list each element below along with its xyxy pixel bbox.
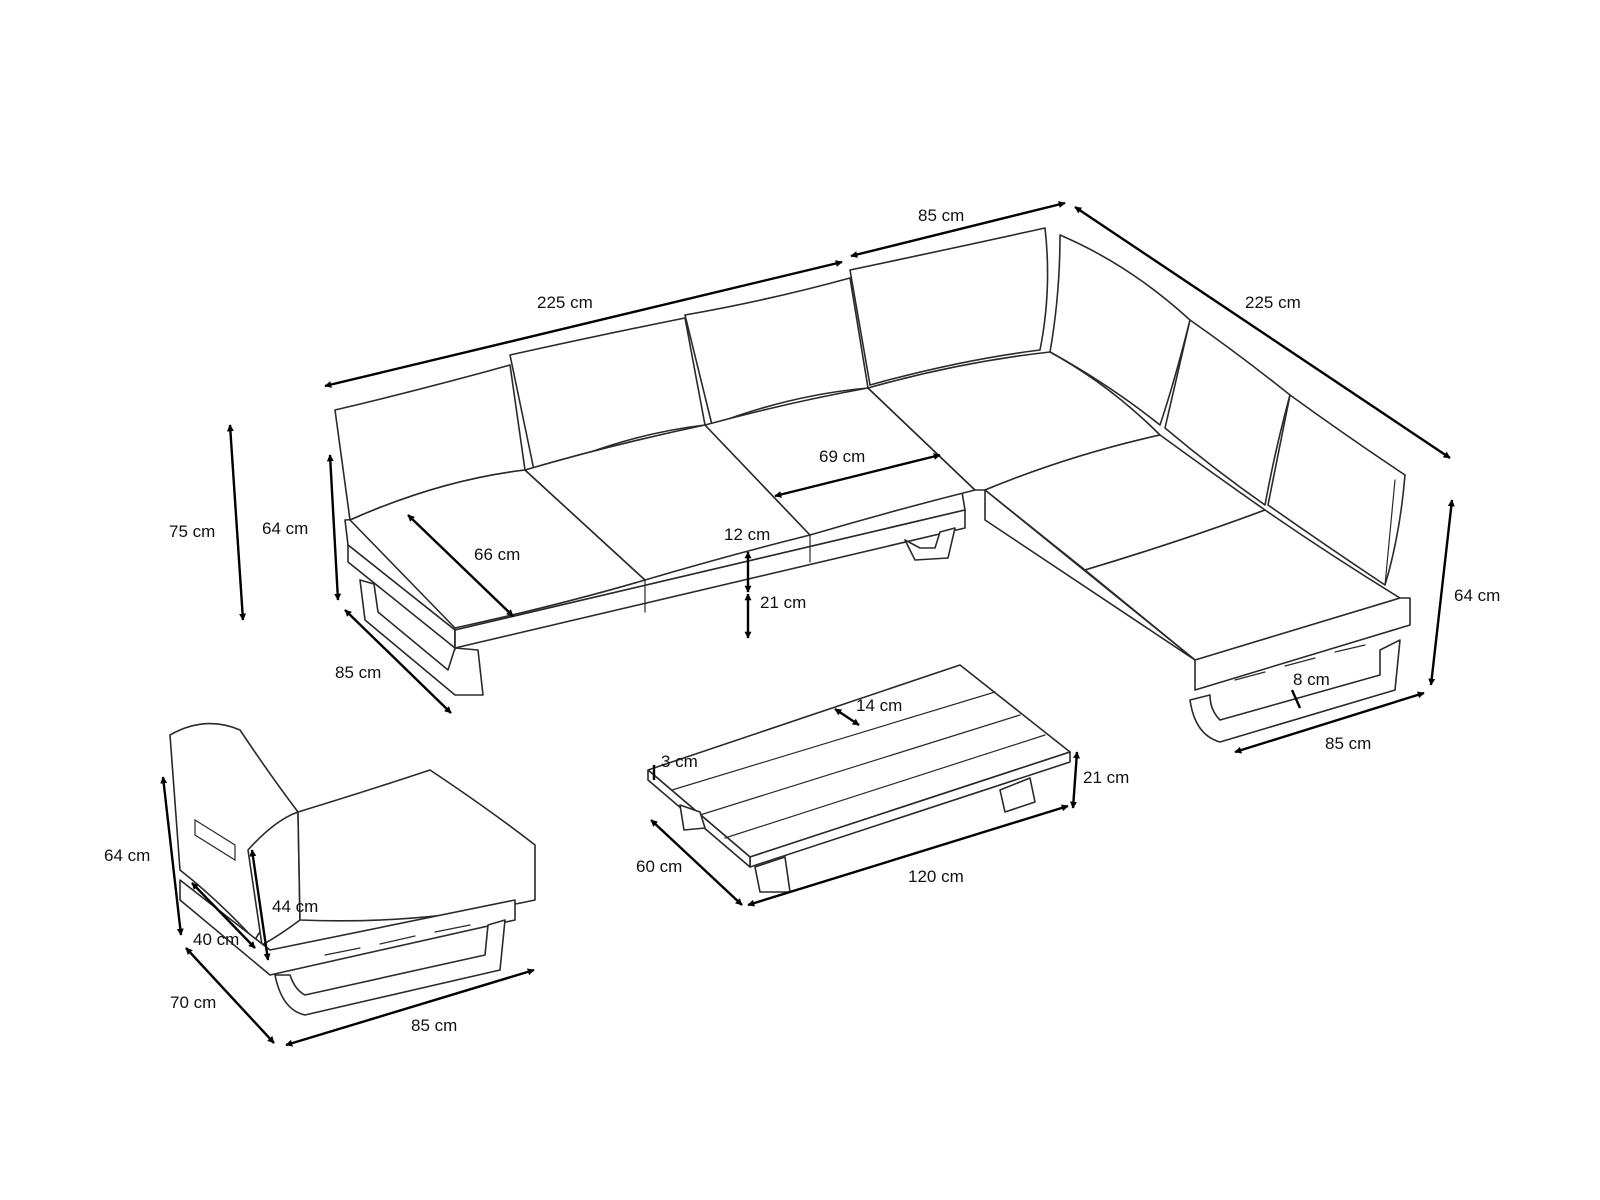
label-chair-seat-depth: 40 cm bbox=[193, 930, 239, 949]
chaise-base bbox=[984, 489, 1411, 691]
dim-line-corner-left-length bbox=[324, 260, 843, 388]
label-table-depth: 60 cm bbox=[636, 857, 682, 876]
label-table-top-thickness: 3 cm bbox=[661, 752, 698, 771]
label-overall-height: 75 cm bbox=[169, 522, 215, 541]
dim-line-seat-depth-inner bbox=[407, 514, 514, 617]
label-table-height: 21 cm bbox=[1083, 768, 1129, 787]
dim-line-overall-height bbox=[226, 424, 247, 621]
label-back-height-left: 64 cm bbox=[262, 519, 308, 538]
dim-line-table-height bbox=[1069, 751, 1081, 809]
label-sofa-depth-right: 85 cm bbox=[1325, 734, 1371, 753]
table-plank-line-2 bbox=[699, 714, 1021, 816]
dim-line-chair-depth bbox=[185, 947, 275, 1044]
dim-line-back-height-left bbox=[326, 454, 342, 601]
dimension-labels: 225 cm 85 cm 225 cm 75 cm 64 cm 66 cm 69… bbox=[104, 206, 1500, 1035]
dim-line-sofa-depth-right bbox=[1234, 691, 1425, 754]
dim-line-table-depth bbox=[650, 819, 743, 906]
label-sofa-depth-left: 85 cm bbox=[335, 663, 381, 682]
label-chair-back-cushion: 44 cm bbox=[272, 897, 318, 916]
label-corner-right-length: 225 cm bbox=[1245, 293, 1301, 312]
label-chair-depth: 70 cm bbox=[170, 993, 216, 1012]
dim-line-table-length bbox=[747, 804, 1069, 907]
label-chair-back-height: 64 cm bbox=[104, 846, 150, 865]
chair-handle bbox=[194, 818, 236, 862]
label-seat-width-inner: 69 cm bbox=[819, 447, 865, 466]
label-table-length: 120 cm bbox=[908, 867, 964, 886]
dim-line-chair-back-height bbox=[160, 776, 184, 936]
label-leg-width: 8 cm bbox=[1293, 670, 1330, 689]
dim-line-back-height-right bbox=[1428, 499, 1455, 686]
label-seat-height: 21 cm bbox=[760, 593, 806, 612]
dim-line-chair-seat-depth bbox=[191, 882, 256, 949]
dim-line-table-plank-gap bbox=[834, 708, 860, 726]
label-back-height-right: 64 cm bbox=[1454, 586, 1500, 605]
label-corner-left-length: 225 cm bbox=[537, 293, 593, 312]
chair-seat-cushion bbox=[297, 769, 536, 922]
label-table-plank-gap: 14 cm bbox=[856, 696, 902, 715]
dim-line-chair-back-cushion bbox=[249, 849, 271, 961]
label-corner-module-width: 85 cm bbox=[918, 206, 964, 225]
sofa-leg-mid bbox=[904, 527, 956, 561]
dim-line-corner-module-width bbox=[850, 201, 1066, 258]
dim-line-chair-width bbox=[285, 968, 535, 1047]
label-seat-depth-inner: 66 cm bbox=[474, 545, 520, 564]
dimension-lines bbox=[160, 201, 1455, 1047]
label-cushion-thickness: 12 cm bbox=[724, 525, 770, 544]
table-plank-line-1 bbox=[671, 691, 996, 791]
dim-line-corner-right-length bbox=[1074, 206, 1451, 459]
dim-line-sofa-depth-left bbox=[344, 609, 452, 714]
lounge-chair bbox=[169, 722, 536, 1016]
label-chair-width: 85 cm bbox=[411, 1016, 457, 1035]
dim-line-seat-width-inner bbox=[774, 453, 941, 498]
